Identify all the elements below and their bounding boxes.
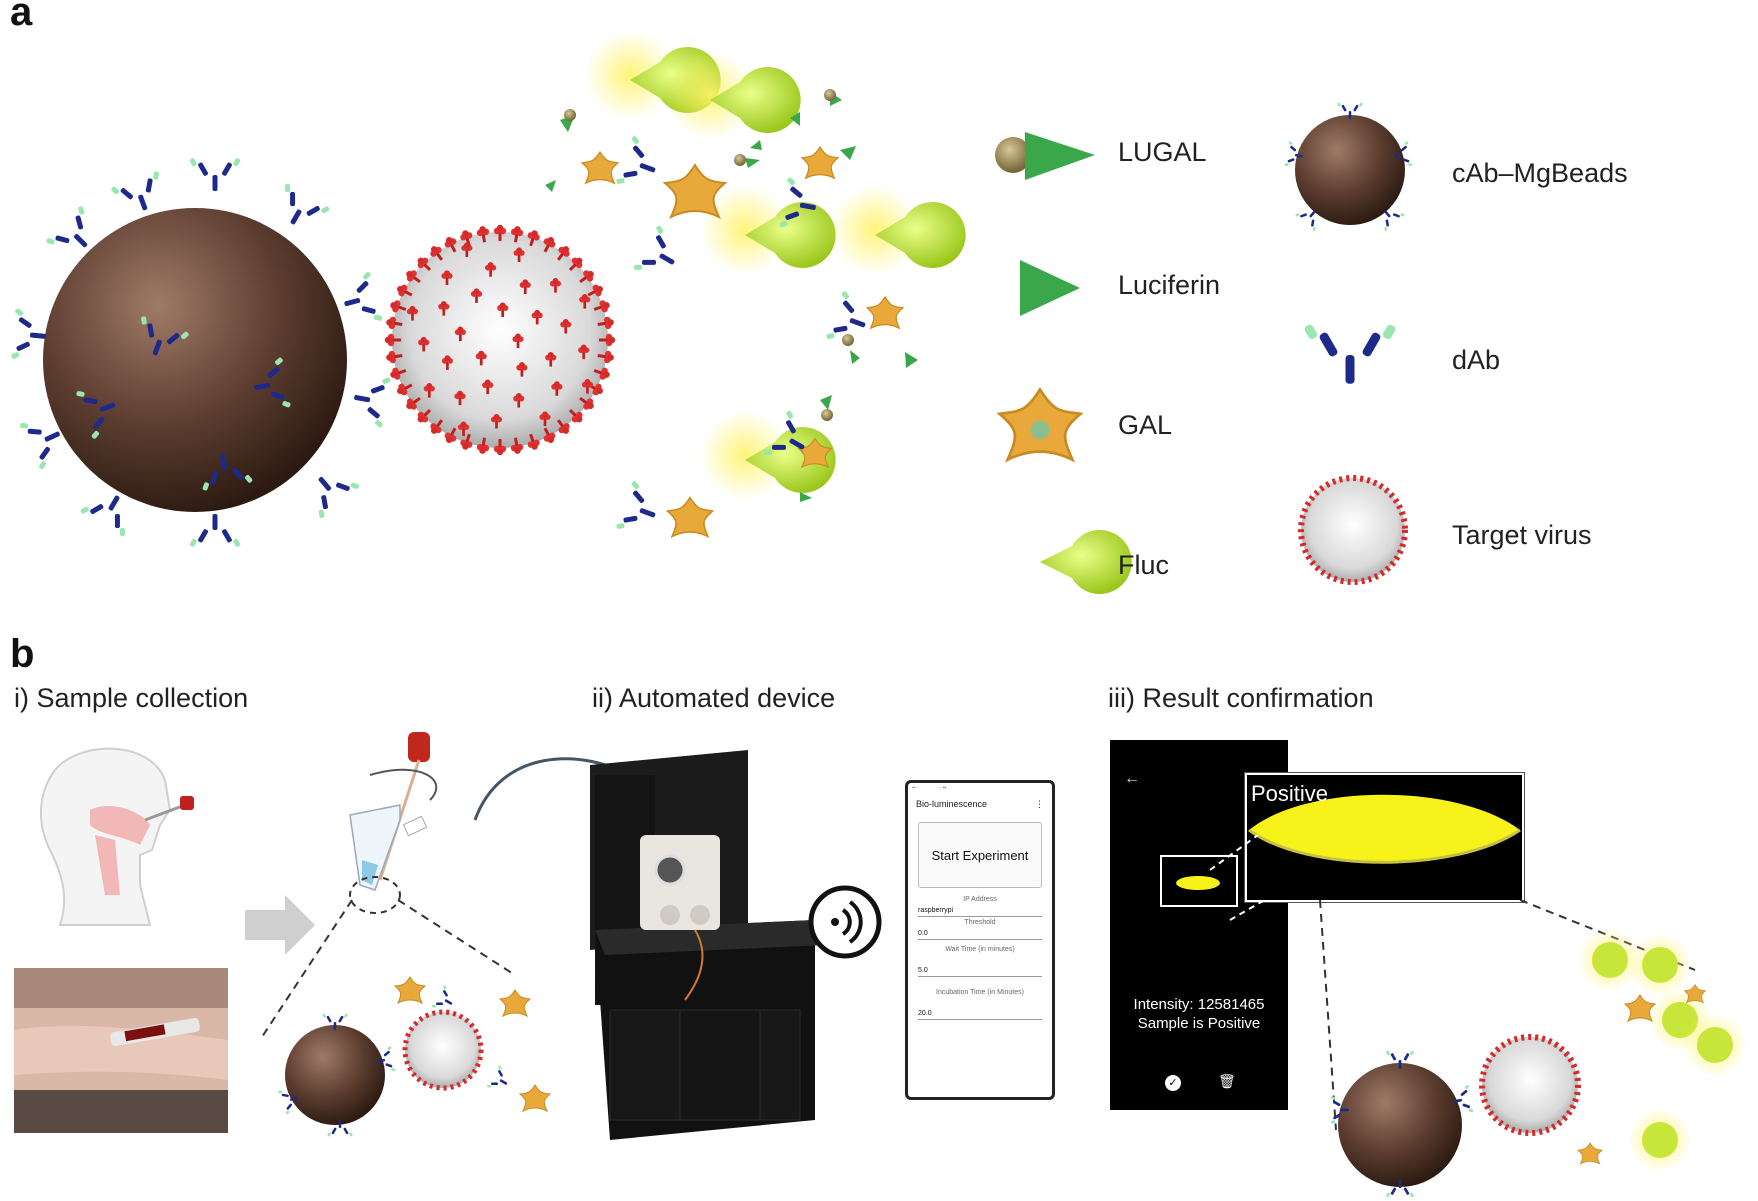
signal-thumbnail	[1160, 855, 1238, 907]
fluc-icon	[1040, 530, 1132, 594]
wireless-signal-icon	[808, 885, 882, 959]
sample-tube-illustration	[349, 732, 438, 891]
panel-a-illustration	[10, 30, 966, 548]
confirm-check-icon[interactable]: ✓	[1165, 1075, 1181, 1091]
step-result-confirmation: iii) Result confirmation	[1108, 683, 1374, 713]
panel-b-letter: b	[10, 632, 35, 676]
result-status: Sample is Positive	[1137, 1015, 1261, 1032]
gal-icon	[998, 388, 1082, 462]
legend-gal: GAL	[1118, 410, 1173, 440]
app-bar: Bio-luminescence ⋮	[908, 793, 1052, 814]
legend-lugal: LUGAL	[1118, 137, 1207, 167]
intensity-readout: Intensity: 12581465	[1133, 996, 1265, 1013]
legend-icons-left	[995, 132, 1132, 594]
delete-trash-icon[interactable]: 🗑	[1218, 1073, 1236, 1089]
incubation-time-label: Incubation Time (in Minutes)	[936, 989, 1024, 996]
threshold-field[interactable]: 0.0	[918, 930, 1042, 940]
panel-a-letter: a	[10, 0, 33, 34]
legend-target-virus: Target virus	[1452, 520, 1592, 550]
start-experiment-button[interactable]: Start Experiment	[918, 822, 1042, 888]
grey-arrow-icon	[245, 895, 315, 955]
phone-app-screen: ▪▪ ◦ ◦ ▪▪ Bio-luminescence ⋮ Start Exper…	[905, 780, 1055, 1100]
ip-address-label: IP Address	[963, 896, 997, 903]
wait-time-field[interactable]: 5.0	[918, 967, 1042, 977]
legend-icons-right	[1284, 102, 1413, 585]
legend-fluc: Fluc	[1118, 550, 1170, 580]
step-automated-device: ii) Automated device	[592, 683, 836, 713]
target-virus-icon	[1298, 475, 1408, 585]
target-virus-large	[384, 224, 616, 456]
app-title: Bio-luminescence	[916, 799, 988, 809]
luciferin-icon	[1020, 260, 1080, 316]
ip-address-field[interactable]: raspberrypi	[918, 907, 1042, 917]
lugal-icon	[995, 132, 1095, 180]
head-swab-illustration	[39, 747, 194, 926]
phone-status-bar: ▪▪ ◦ ◦ ▪▪	[912, 785, 947, 791]
result-zoom-illustration	[1209, 834, 1747, 1198]
step-sample-collection: i) Sample collection	[14, 683, 249, 713]
automated-device-illustration	[473, 750, 882, 1140]
legend-cab-mgbeads: cAb–MgBeads	[1452, 158, 1628, 188]
legend-luciferin: Luciferin	[1118, 270, 1221, 300]
lugal-small	[564, 89, 854, 421]
wait-time-label: Wait Time (in minutes)	[945, 946, 1015, 953]
sample-collection-illustration	[14, 732, 551, 1137]
threshold-label: Threshold	[964, 919, 996, 926]
overflow-menu-icon[interactable]: ⋮	[1035, 799, 1044, 809]
legend-dab: dAb	[1452, 345, 1501, 375]
dab-icon	[1303, 323, 1397, 384]
back-arrow-icon[interactable]: ←	[1124, 770, 1140, 787]
cab-mgbeads-icon	[1284, 102, 1413, 233]
large-magnetic-bead	[43, 208, 347, 512]
inset-positive-label: Positive	[1251, 781, 1329, 806]
signal-blob	[1248, 794, 1521, 864]
result-assay-scene	[1330, 928, 1747, 1198]
incubation-time-field[interactable]: 20.0	[918, 1010, 1042, 1020]
positive-signal-inset: Positive	[1244, 772, 1525, 903]
device-box	[590, 750, 825, 1140]
fluc-molecules	[585, 30, 966, 500]
blood-draw-photo	[14, 968, 228, 1133]
mini-assay-scene	[277, 976, 551, 1137]
